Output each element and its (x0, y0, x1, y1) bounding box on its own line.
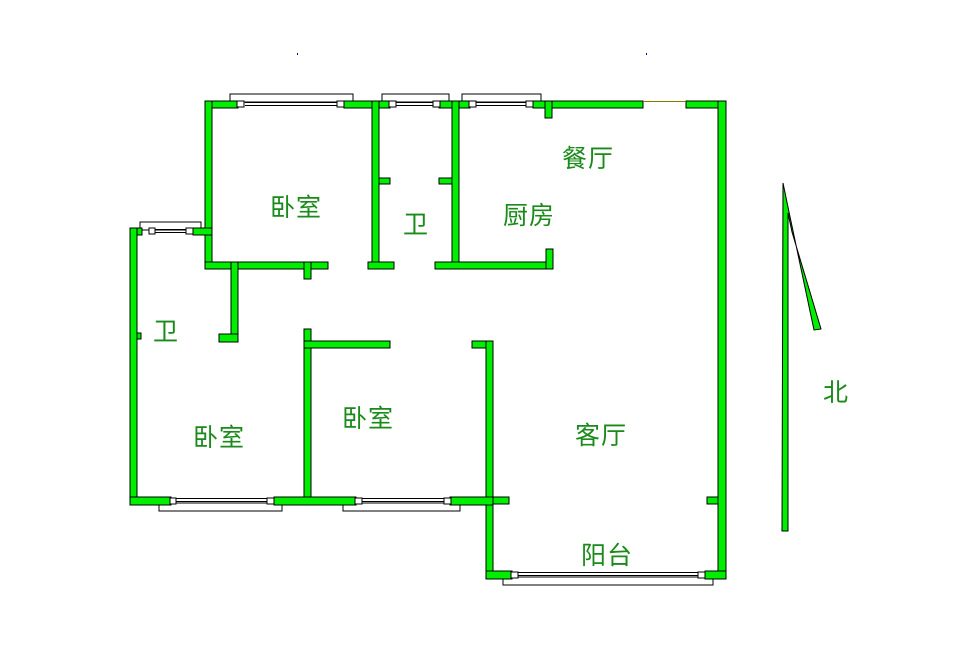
room-label-bathroom-top: 卫 (403, 210, 430, 239)
room-label-bedroom-left: 卧室 (193, 423, 246, 452)
north-arrow-icon (781, 182, 822, 532)
room-label-bedroom-middle: 卧室 (342, 404, 395, 433)
room-label-dining: 餐厅 (562, 144, 615, 173)
compass-label-north: 北 (823, 378, 850, 407)
room-label-balcony: 阳台 (581, 541, 634, 570)
walls (129, 100, 727, 580)
room-label-bathroom-left: 卫 (153, 317, 180, 346)
room-label-living: 客厅 (575, 421, 628, 450)
windows (139, 93, 714, 586)
room-label-kitchen: 厨房 (503, 201, 556, 230)
window-glass (148, 100, 706, 579)
marker-dot (646, 53, 647, 55)
room-label-bedroom-top: 卧室 (270, 193, 323, 222)
marker-dot (297, 53, 298, 55)
